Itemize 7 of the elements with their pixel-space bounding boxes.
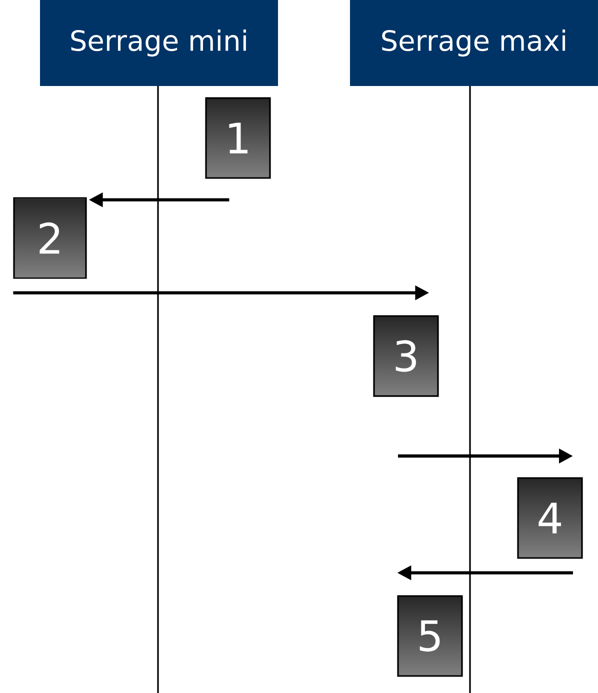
step-box: 4 <box>517 477 583 559</box>
step-box: 1 <box>205 97 271 179</box>
step-box: 5 <box>397 595 463 677</box>
step-box: 3 <box>373 315 439 397</box>
header-box: Serrage mini <box>40 0 278 86</box>
header-box: Serrage maxi <box>350 0 598 86</box>
step-box: 2 <box>13 197 87 279</box>
